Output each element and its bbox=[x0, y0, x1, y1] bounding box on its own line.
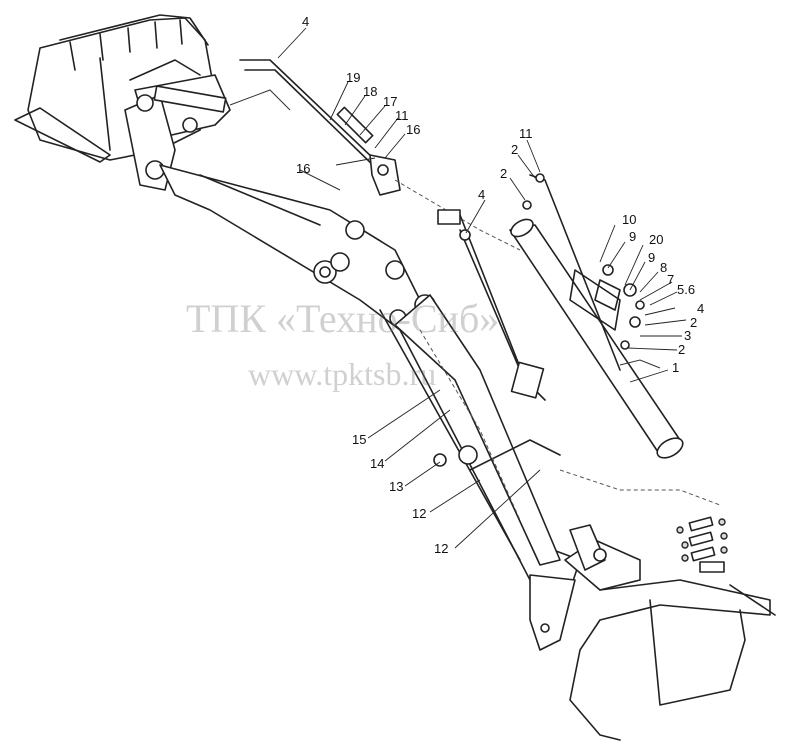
callout-label: 5.6 bbox=[677, 282, 695, 297]
callout-label: 2 bbox=[678, 342, 685, 357]
callout-label: 11 bbox=[519, 126, 533, 141]
callout-label: 12 bbox=[412, 506, 426, 521]
upper-rod bbox=[229, 59, 521, 251]
callout-label: 13 bbox=[389, 479, 403, 494]
callout-label: 16 bbox=[406, 122, 420, 137]
callout-label: 2 bbox=[500, 166, 507, 181]
callout-label: 4 bbox=[697, 301, 704, 316]
callout-label: 2 bbox=[690, 315, 697, 330]
callout-label: 20 bbox=[649, 232, 663, 247]
leader-lines bbox=[277, 27, 687, 549]
frame bbox=[419, 329, 776, 741]
watermark-url: www.tpktsb.ru bbox=[248, 356, 436, 392]
callout-label: 10 bbox=[622, 212, 636, 227]
callout-label: 2 bbox=[511, 142, 518, 157]
callout-label: 1 bbox=[672, 360, 679, 375]
callout-label: 8 bbox=[660, 260, 667, 275]
callout-label: 14 bbox=[370, 456, 384, 471]
bolt-kit bbox=[676, 516, 728, 573]
callout-label: 4 bbox=[478, 187, 485, 202]
lift-arm bbox=[394, 209, 561, 566]
callout-label: 15 bbox=[352, 432, 366, 447]
callout-label: 4 bbox=[302, 14, 309, 29]
callout-label: 7 bbox=[667, 272, 674, 287]
callout-label: 9 bbox=[629, 229, 636, 244]
callout-label: 16 bbox=[296, 161, 310, 176]
callout-label: 11 bbox=[395, 108, 409, 123]
callout-label: 12 bbox=[434, 541, 448, 556]
callout-label: 17 bbox=[383, 94, 397, 109]
callout-label: 18 bbox=[363, 84, 377, 99]
callout-labels: 4 19 18 17 11 16 16 11 2 2 4 10 9 20 9 8… bbox=[296, 14, 704, 556]
callout-label: 9 bbox=[648, 250, 655, 265]
callout-label: 19 bbox=[346, 70, 360, 85]
hydraulic-cylinder bbox=[509, 173, 684, 459]
callout-label: 3 bbox=[684, 328, 691, 343]
watermark-company: ТПК «Техно-Сиб» bbox=[186, 296, 499, 341]
